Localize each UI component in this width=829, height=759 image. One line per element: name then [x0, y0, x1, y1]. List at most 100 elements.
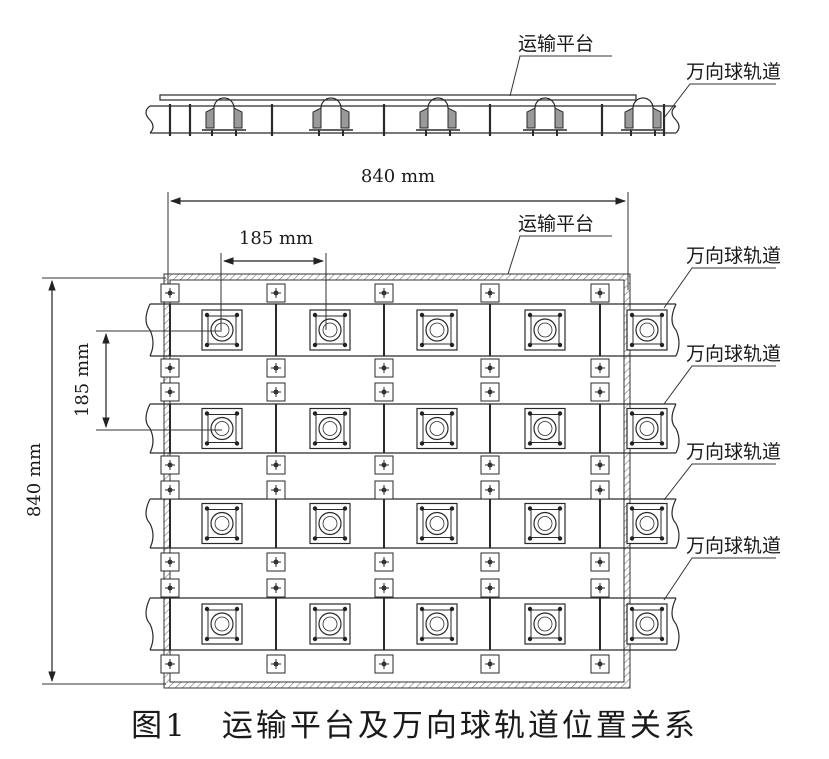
track-break	[145, 498, 154, 549]
mount-lug	[480, 578, 500, 598]
lug-bolt	[167, 389, 173, 395]
elevation-labels: 运输平台 万向球轨道	[509, 33, 781, 119]
ball	[635, 612, 659, 636]
elevation-mount	[233, 107, 243, 129]
ball-inner	[639, 616, 655, 632]
ball-inner	[322, 516, 338, 531]
ball-plate	[416, 603, 458, 645]
bolt-hole	[527, 536, 533, 541]
elevation-ball-unit	[621, 97, 665, 136]
tracks	[145, 303, 680, 651]
bolt-hole	[557, 536, 563, 541]
mount-lug	[160, 654, 180, 674]
ball-housing	[530, 414, 560, 443]
bolt-hole	[204, 312, 210, 318]
bolt-hole	[557, 312, 563, 318]
bolt-hole	[204, 441, 210, 446]
bolt-hole	[312, 312, 318, 318]
bolt-hole	[527, 606, 533, 612]
elevation-platform	[159, 94, 637, 101]
track-3	[145, 498, 680, 549]
bolt-hole	[557, 606, 563, 612]
lug-bolt	[273, 661, 279, 667]
ball-plate	[626, 309, 668, 351]
track-break	[671, 597, 680, 651]
bolt-hole	[312, 636, 318, 642]
bolt-hole	[342, 441, 348, 446]
ball-plate	[416, 407, 458, 450]
bolt-hole	[204, 636, 210, 642]
lug-bolt	[381, 462, 387, 468]
lug-bolt	[597, 585, 603, 591]
ball-transfer-unit	[626, 309, 668, 351]
elevation-mount	[312, 107, 322, 129]
elevation-ball	[534, 97, 556, 109]
ball-transfer-unit	[524, 502, 566, 545]
mount-lug	[160, 552, 180, 572]
ball-inner	[429, 322, 445, 338]
ball-inner	[639, 322, 655, 338]
bolt-hole	[449, 411, 455, 416]
ball-inner	[214, 616, 230, 632]
ball-inner	[214, 421, 230, 436]
ball-housing	[632, 414, 662, 443]
ball-inner	[429, 421, 445, 436]
elevation-mount	[526, 107, 536, 129]
bolt-hole	[659, 636, 665, 642]
bolt-hole	[659, 441, 665, 446]
ball-housing	[207, 609, 237, 639]
ball	[210, 318, 234, 342]
ball-transfer-unit	[626, 502, 668, 545]
bolt-hole	[204, 342, 210, 348]
track-rail	[150, 597, 676, 651]
bolt-hole	[204, 506, 210, 511]
ball-housing	[422, 414, 452, 443]
bolt-hole	[527, 636, 533, 642]
mount-lug	[374, 552, 394, 572]
elevation-rail	[145, 105, 680, 134]
mount-lug	[266, 358, 286, 378]
ball-inner	[537, 516, 553, 531]
mount-lug	[374, 578, 394, 598]
lug-bolt	[381, 389, 387, 395]
track-break	[671, 303, 680, 357]
pitch-y-label: 185 mm	[72, 343, 93, 417]
lug-bolt	[597, 661, 603, 667]
mount-lug	[480, 455, 500, 475]
ball	[318, 511, 342, 536]
ball-transfer-unit	[309, 502, 351, 545]
elevation-ball-unit	[523, 97, 567, 136]
mount-lug	[266, 552, 286, 572]
mount-lug	[266, 578, 286, 598]
ball-plate	[626, 603, 668, 645]
bolt-hole	[342, 636, 348, 642]
bolt-hole	[527, 411, 533, 416]
mount-lug	[266, 455, 286, 475]
ball	[533, 416, 557, 441]
ball-housing	[530, 609, 560, 639]
bolt-hole	[234, 636, 240, 642]
bolt-hole	[557, 411, 563, 416]
elevation-ball	[427, 97, 449, 109]
ball-transfer-unit	[201, 309, 243, 351]
bolt-hole	[557, 506, 563, 511]
mount-lug	[374, 455, 394, 475]
mount-lug	[374, 283, 394, 303]
bolt-hole	[419, 312, 425, 318]
bolt-hole	[527, 441, 533, 446]
bolt-hole	[342, 536, 348, 541]
elevation-mount	[554, 107, 564, 129]
mount-lug	[590, 578, 610, 598]
ball-plate	[201, 502, 243, 545]
elevation-mount	[419, 107, 429, 129]
elevation-mount	[205, 107, 215, 129]
ball-plate	[309, 309, 351, 351]
ball-housing	[315, 609, 345, 639]
elevation-ball-unit	[202, 97, 246, 136]
elevation-ball	[632, 97, 654, 109]
bolt-hole	[234, 312, 240, 318]
mount-lug	[374, 654, 394, 674]
bolt-hole	[629, 536, 635, 541]
ball-plate	[626, 407, 668, 450]
bolt-hole	[419, 342, 425, 348]
